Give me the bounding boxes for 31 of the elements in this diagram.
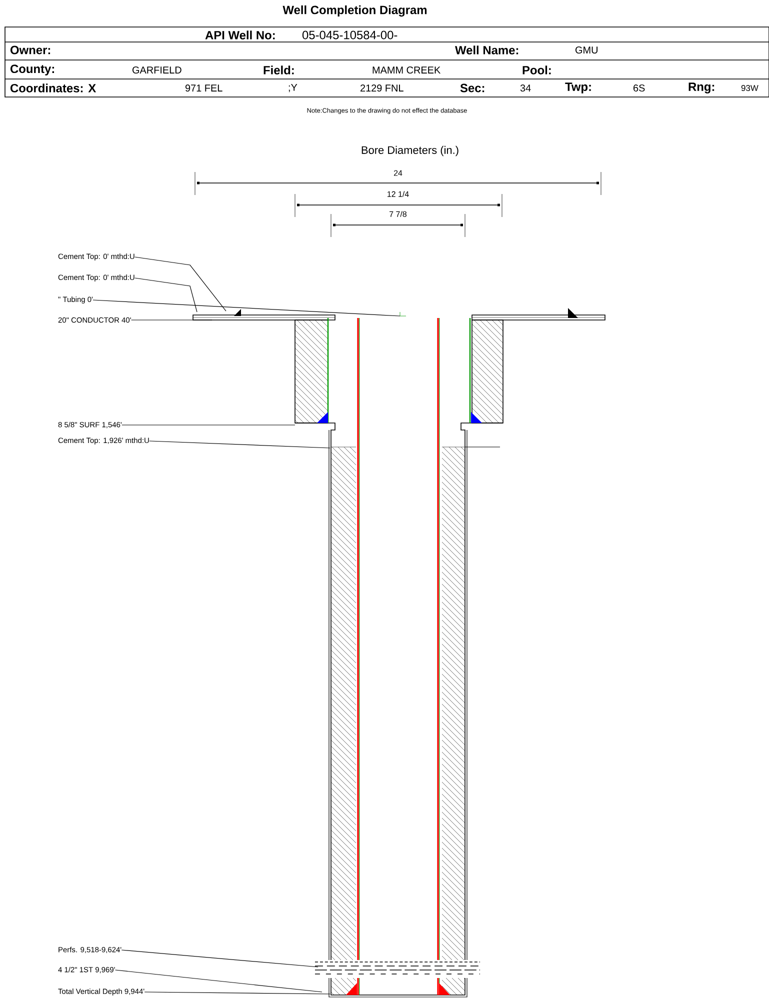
field-value: 05-045-10584-00- xyxy=(302,30,398,40)
field-label: Pool: xyxy=(522,66,551,74)
leader-line xyxy=(134,278,198,312)
field-value: 6S xyxy=(634,84,645,92)
field-label: Sec: xyxy=(460,84,484,92)
leader-line xyxy=(149,440,330,448)
field-label: Coordinates: X xyxy=(10,84,96,92)
field-label: County: xyxy=(10,64,54,76)
field-value: MAMM CREEK xyxy=(372,66,440,74)
field-value: GARFIELD xyxy=(132,66,182,74)
field-value: 93W xyxy=(741,85,758,91)
field-label: Well Name: xyxy=(455,46,518,54)
field-label: Rng: xyxy=(688,82,714,94)
leader-line xyxy=(144,992,330,994)
leader-line xyxy=(92,300,400,316)
leader-line xyxy=(114,970,322,992)
title: Well Completion Diagram xyxy=(282,5,427,17)
field-label: Field: xyxy=(264,66,294,74)
field-label: Owner: xyxy=(10,46,50,54)
leader-line xyxy=(122,424,296,426)
field-value: 971 FEL xyxy=(185,84,222,92)
leader-line xyxy=(121,950,318,968)
well-bore-drawing xyxy=(192,308,606,998)
leader-line xyxy=(134,256,226,312)
field-value: GMU xyxy=(576,46,598,54)
chart-heading: Bore Diameters (in.) xyxy=(362,146,458,156)
field-label: API Well No: xyxy=(205,30,275,40)
field-value: 2129 FNL xyxy=(360,84,404,92)
field-value: ;Y xyxy=(288,84,298,92)
field-value: 34 xyxy=(520,84,531,92)
field-label: Twp: xyxy=(565,82,591,94)
